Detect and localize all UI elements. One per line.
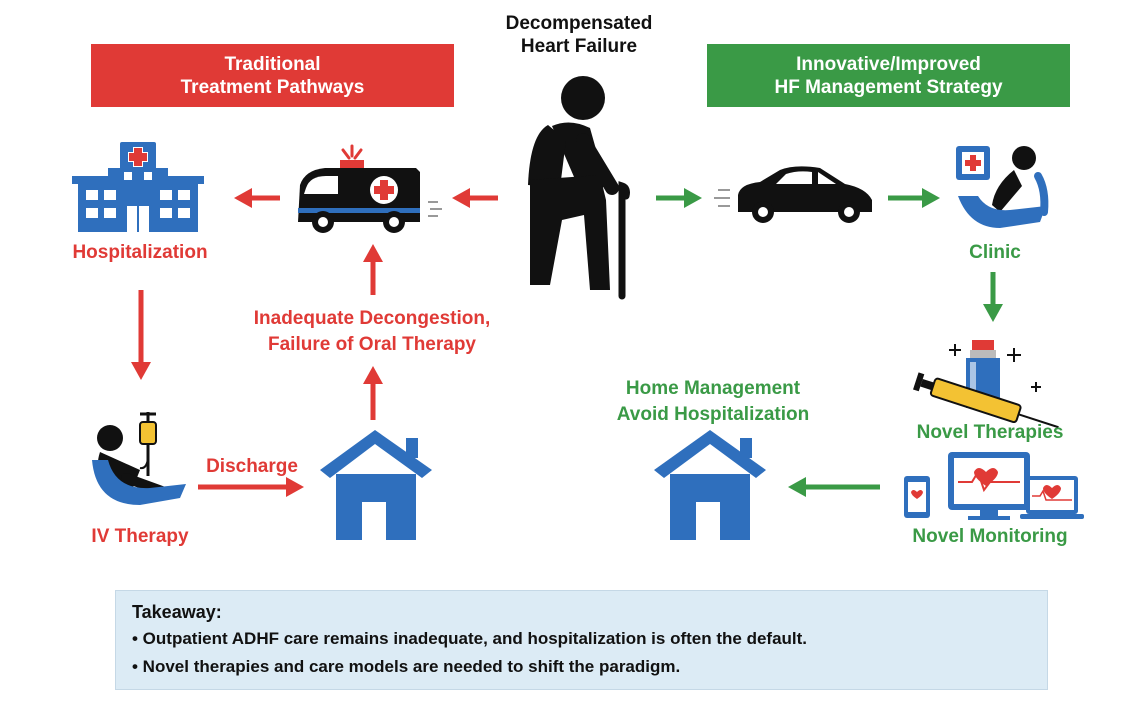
clinic-chair-icon [956,146,1049,228]
hospital-icon [72,142,204,232]
green-arrows [656,188,1003,497]
label-novel-therapies: Novel Therapies [916,422,1064,443]
takeaway-point: • Outpatient ADHF care remains inadequat… [132,629,808,648]
innovative-banner-line1: Innovative/Improved [796,53,981,75]
innovative-banner: Innovative/Improved HF Management Strate… [707,44,1070,107]
arrow-hospital-to-iv [131,290,151,380]
traditional-banner-line2: Treatment Pathways [180,76,365,98]
label-inadequate-line1: Inadequate Decongestion, [253,308,491,329]
red-arrows [131,188,498,497]
label-clinic: Clinic [969,242,1021,263]
house-icon [654,430,766,540]
takeaway-box: Takeaway: • Outpatient ADHF care remains… [115,590,1048,690]
title-line1: Decompensated [505,13,653,34]
arrow-person-to-car [656,188,702,208]
arrow-ambulance-to-hospital [234,188,280,208]
arrow-clinic-to-therapies [983,272,1003,322]
arrow-car-to-clinic [888,188,940,208]
elderly-person-icon [528,76,630,300]
traditional-banner: Traditional Treatment Pathways [91,44,454,107]
house-icon [320,430,432,540]
label-home-management: Home Management Avoid Hospitalization [578,376,848,428]
label-home-line2: Avoid Hospitalization [616,404,810,425]
arrow-discharge [198,477,304,497]
label-iv-therapy: IV Therapy [91,526,189,547]
ambulance-icon [298,144,442,233]
takeaway-heading: Takeaway: [132,602,222,622]
label-inadequate-line2: Failure of Oral Therapy [268,334,476,355]
vial-syringe-icon [913,340,1059,429]
label-inadequate-decongestion: Inadequate Decongestion, Failure of Oral… [222,306,522,358]
diagram-title: Decompensated Heart Failure [470,12,688,58]
car-icon [714,166,872,223]
label-home-line1: Home Management [625,378,801,399]
iv-therapy-icon [92,412,186,505]
label-hospitalization: Hospitalization [72,242,208,263]
innovative-banner-line2: HF Management Strategy [774,76,1003,98]
monitoring-devices-icon [904,452,1084,520]
arrow-home-up [363,366,383,420]
traditional-banner-line1: Traditional [224,53,321,75]
title-line2: Heart Failure [520,36,638,57]
arrow-person-to-ambulance [452,188,498,208]
arrow-monitoring-to-home [788,477,880,497]
label-discharge: Discharge [206,456,298,477]
takeaway-point: • Novel therapies and care models are ne… [132,657,681,676]
label-novel-monitoring: Novel Monitoring [912,526,1068,547]
arrow-to-ambulance-up [363,244,383,295]
